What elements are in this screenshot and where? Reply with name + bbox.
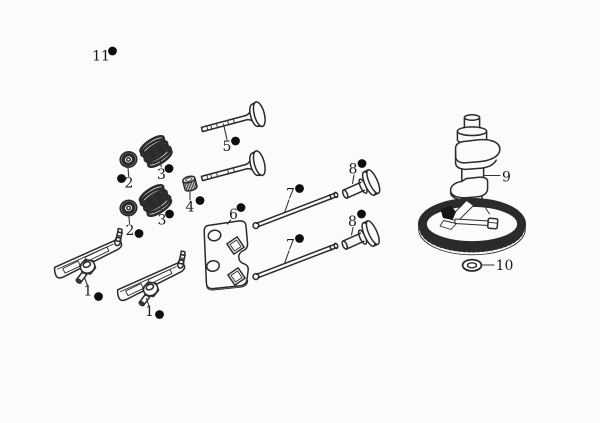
callout-dot-1a[interactable] xyxy=(94,292,103,301)
valve-lower-drawing xyxy=(197,148,269,192)
callout-dot-7a[interactable] xyxy=(295,184,304,193)
spring-retainer-upper-drawing xyxy=(117,148,140,171)
camshaft-drawing xyxy=(417,113,527,256)
spring-retainer-lower-drawing xyxy=(117,197,140,219)
tappet-upper-drawing xyxy=(337,167,383,208)
callout-label-7a[interactable]: 7 xyxy=(286,187,295,203)
callout-dot-3a[interactable] xyxy=(164,164,174,173)
callout-label-5[interactable]: 5 xyxy=(223,139,232,155)
push-rod-upper-drawing xyxy=(251,190,340,231)
push-rod-lower-drawing xyxy=(251,241,340,282)
callout-label-8b[interactable]: 8 xyxy=(348,214,357,230)
rocker-arm-right-drawing xyxy=(110,249,199,315)
callout-dot-2a[interactable] xyxy=(117,174,126,183)
guide-plate-drawing xyxy=(203,220,249,291)
callout-dot-8b[interactable] xyxy=(357,209,366,219)
callout-label-11[interactable]: 11 xyxy=(92,49,110,65)
callouts: 11 2 3 2 3 4 5 6 7 7 8 8 9 10 1 1 xyxy=(84,46,514,320)
rocker-arm-left-drawing xyxy=(47,226,136,292)
callout-dot-4[interactable] xyxy=(195,196,205,205)
washer-drawing xyxy=(461,258,483,272)
leader-lines xyxy=(83,123,501,307)
callout-dot-11[interactable] xyxy=(108,46,117,56)
callout-label-4[interactable]: 4 xyxy=(186,200,195,216)
callout-label-6[interactable]: 6 xyxy=(229,207,238,223)
callout-label-2b[interactable]: 2 xyxy=(126,223,135,239)
callout-label-9[interactable]: 9 xyxy=(502,170,511,186)
callout-dot-8a[interactable] xyxy=(357,159,367,168)
callout-label-3b[interactable]: 3 xyxy=(158,213,167,229)
tappet-lower-drawing xyxy=(337,218,383,259)
callout-label-1a[interactable]: 1 xyxy=(84,284,93,300)
callout-dot-3b[interactable] xyxy=(165,209,174,219)
valve-stem-seal-drawing xyxy=(182,175,198,192)
callout-dot-5[interactable] xyxy=(231,136,240,146)
callout-dot-2b[interactable] xyxy=(134,229,144,238)
valve-upper-drawing xyxy=(197,99,269,143)
callout-dot-7b[interactable] xyxy=(295,234,304,243)
callout-label-1b[interactable]: 1 xyxy=(145,304,154,320)
callout-label-7b[interactable]: 7 xyxy=(286,238,295,254)
callout-label-3a[interactable]: 3 xyxy=(157,167,166,183)
callout-dot-6[interactable] xyxy=(236,203,246,212)
callout-label-8a[interactable]: 8 xyxy=(349,162,358,178)
callout-dot-1b[interactable] xyxy=(155,310,164,319)
callout-label-10[interactable]: 10 xyxy=(496,258,514,274)
callout-label-2a[interactable]: 2 xyxy=(125,176,134,192)
